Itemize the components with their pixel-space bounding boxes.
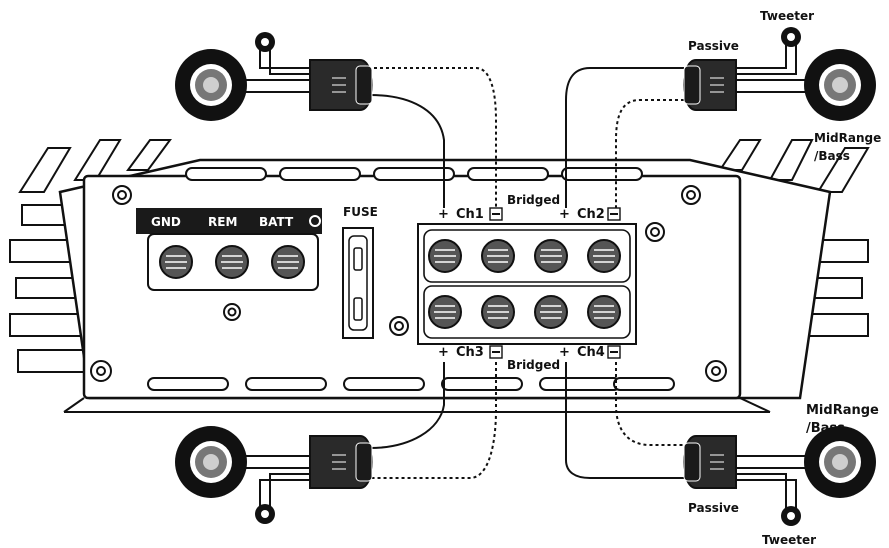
midrange-label-top: MidRange xyxy=(814,131,881,145)
speaker-group-bottom-left xyxy=(175,426,373,524)
mounting-screws xyxy=(90,185,727,382)
ch1-label: Ch1 xyxy=(456,207,484,222)
heatsink-top-fins xyxy=(18,139,870,193)
fuse-label: FUSE xyxy=(343,205,378,219)
gnd-terminal-screw[interactable] xyxy=(159,245,193,279)
midrange-bass-speaker-icon xyxy=(804,49,876,121)
ch3-positive-icon: + xyxy=(438,345,449,360)
batt-terminal-screw[interactable] xyxy=(271,245,305,279)
ch3-label: Ch3 xyxy=(456,345,484,360)
ch1-positive-icon: + xyxy=(438,207,449,222)
ch2-label: Ch2 xyxy=(577,207,605,222)
tweeter-speaker-icon xyxy=(255,32,275,52)
power-terminal-screws xyxy=(159,245,305,279)
tweeter-speaker-icon xyxy=(781,506,801,526)
gnd-label: GND xyxy=(151,215,181,229)
rem-terminal-screw[interactable] xyxy=(215,245,249,279)
passive-label-top: Passive xyxy=(688,39,739,53)
passive-crossover-icon xyxy=(309,59,373,111)
ch4-positive-screw[interactable] xyxy=(534,295,568,329)
ch3-negative-screw[interactable] xyxy=(481,295,515,329)
speaker-terminal-screws xyxy=(428,239,621,329)
tweeter-label-bottom: Tweeter xyxy=(762,533,816,547)
tweeter-speaker-icon xyxy=(255,504,275,524)
bass-label-top: /Bass xyxy=(814,149,850,163)
ch2-positive-screw[interactable] xyxy=(534,239,568,273)
bridged-label-bottom: Bridged xyxy=(507,358,560,372)
ch4-label: Ch4 xyxy=(577,345,605,360)
tweeter-speaker-icon xyxy=(781,27,801,47)
ch1-negative-screw[interactable] xyxy=(481,239,515,273)
ch2-negative-screw[interactable] xyxy=(587,239,621,273)
midrange-bass-speaker-icon xyxy=(175,49,247,121)
batt-label: BATT xyxy=(259,215,294,229)
passive-label-bottom: Passive xyxy=(688,501,739,515)
speaker-group-bottom-right: MidRange /Bass Passive Tweeter xyxy=(683,403,879,547)
passive-crossover-icon xyxy=(683,59,737,111)
passive-crossover-icon xyxy=(309,435,373,489)
midrange-bass-speaker-icon xyxy=(175,426,247,498)
channel-labels: + Ch1 Bridged + Ch2 + Ch3 Bridged + Ch4 xyxy=(438,193,621,372)
midrange-bass-speaker-icon xyxy=(804,426,876,498)
rem-label: REM xyxy=(208,215,237,229)
ch4-positive-icon: + xyxy=(559,345,570,360)
ch1-positive-screw[interactable] xyxy=(428,239,462,273)
ch2-positive-icon: + xyxy=(559,207,570,222)
chassis-vent-slots xyxy=(147,167,675,391)
speaker-group-top-left xyxy=(175,32,373,121)
passive-crossover-icon xyxy=(683,435,737,489)
fuse[interactable]: FUSE xyxy=(342,205,378,339)
bridged-label-top: Bridged xyxy=(507,193,560,207)
ch3-positive-screw[interactable] xyxy=(428,295,462,329)
midrange-label-bottom: MidRange xyxy=(806,403,879,418)
speaker-wires xyxy=(362,67,690,479)
batt-terminal-icon xyxy=(309,215,321,227)
ch4-negative-screw[interactable] xyxy=(587,295,621,329)
speaker-group-top-right: Passive Tweeter MidRange /Bass xyxy=(683,9,881,163)
tweeter-label-top: Tweeter xyxy=(760,9,814,23)
